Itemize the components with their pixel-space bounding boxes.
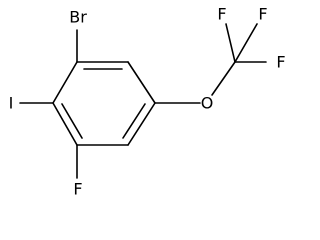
ring-bond-c6-c1 [52,61,78,104]
atom-label-i: I [9,94,14,113]
bond-cf3-f-top-left [225,23,236,63]
atom-label-f-top-right: F [258,5,267,24]
ring-bond-c2-c3 [127,61,156,104]
bond-cf3-f-top-right [234,23,258,63]
benzene-ring [52,61,156,146]
ring-bond-c5-c6-inner [61,103,83,139]
atom-label-f-top-left: F [217,5,226,24]
atom-label-br: Br [69,8,87,27]
atom-label-f-ring: F [73,180,82,199]
ring-bond-c3-c4 [127,102,156,146]
atom-label-o: O [201,94,214,113]
ring-bond-c5-c6 [52,102,78,146]
ring-bond-c3-c4-inner [122,103,146,139]
molecule-structure: Br I F O F F F [9,5,286,199]
atom-label-f-right: F [276,53,285,72]
bond-o-cf3 [211,61,236,96]
